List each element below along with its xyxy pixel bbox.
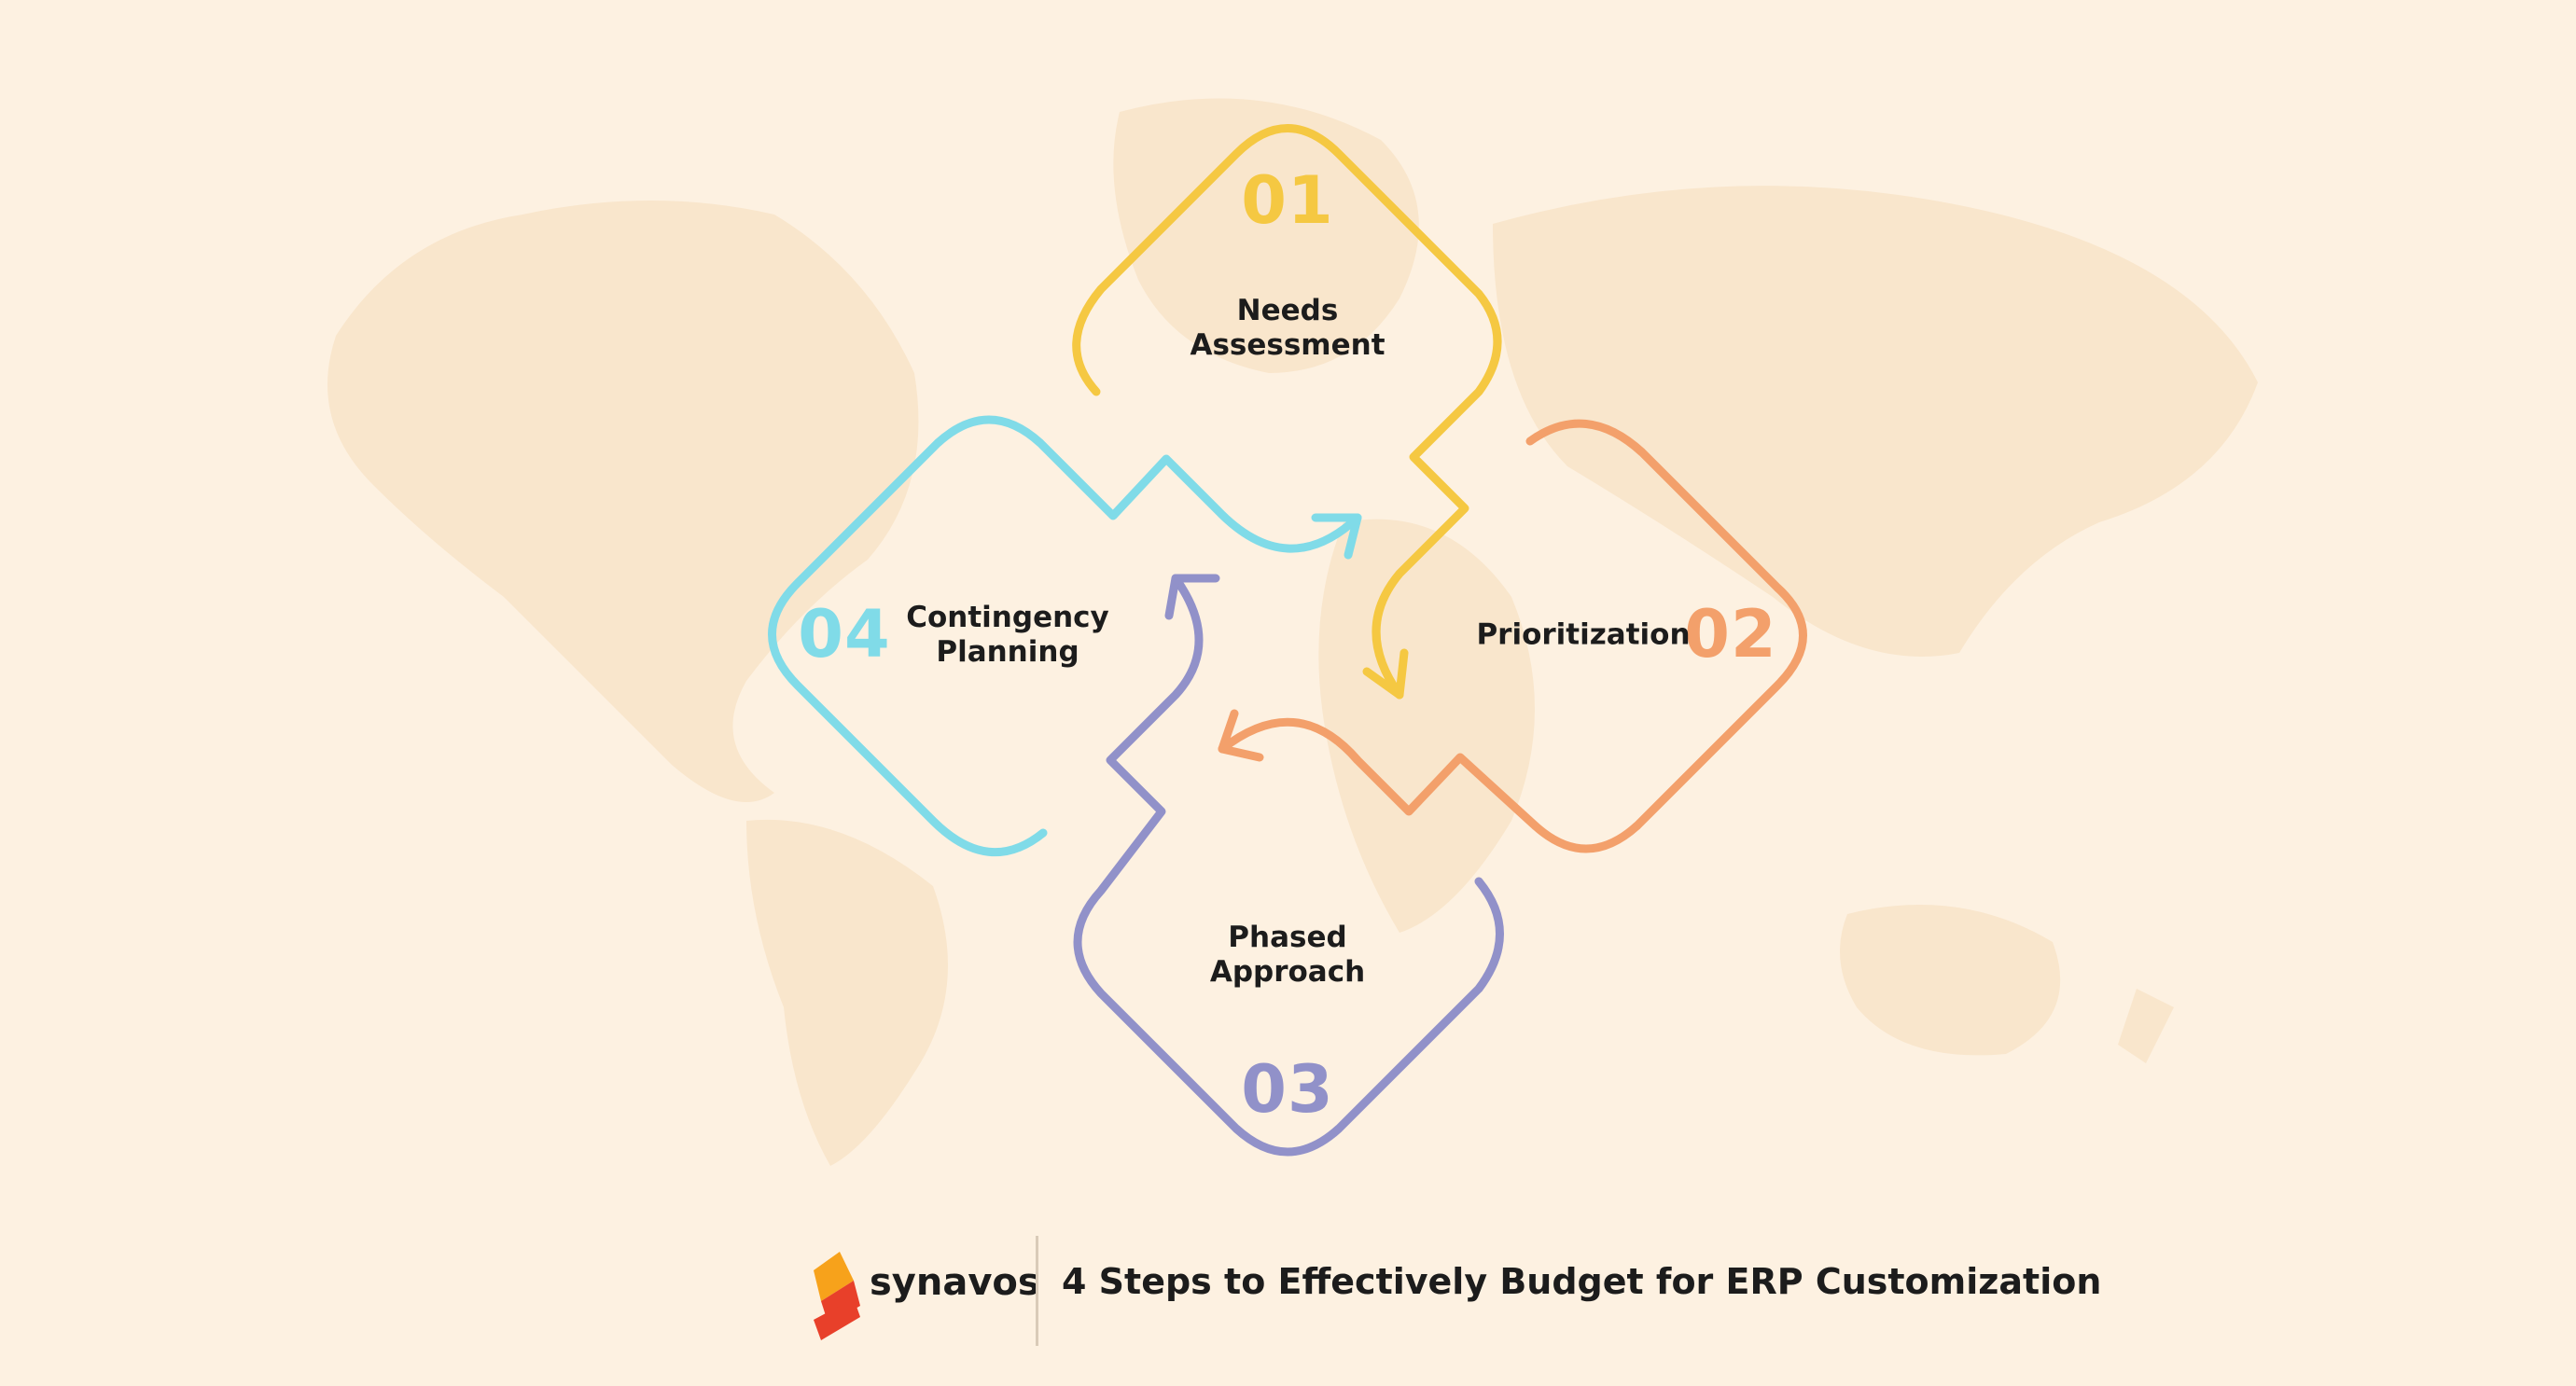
- step-03-number: 03: [1241, 1051, 1334, 1128]
- footer-title: 4 Steps to Effectively Budget for ERP Cu…: [1062, 1261, 2102, 1302]
- step-01-number: 01: [1241, 162, 1334, 239]
- step-02-shape: [1218, 419, 1807, 853]
- brand-name: synavos: [870, 1261, 1040, 1304]
- step-02-number: 02: [1684, 596, 1777, 672]
- step-04-shape: [768, 415, 1362, 857]
- step-03-label: Phased Approach: [1209, 921, 1366, 989]
- step-03-shape: [1073, 574, 1504, 1157]
- step-04-number: 04: [798, 596, 891, 672]
- step-01-shape: [1072, 124, 1502, 700]
- step-02-label: Prioritization: [1476, 617, 1691, 652]
- step-04-label: Contingency Planning: [906, 601, 1109, 669]
- footer-divider: [1036, 1236, 1038, 1346]
- world-map-background: [327, 98, 2258, 1166]
- step-01-label: Needs Assessment: [1190, 294, 1385, 362]
- synavos-logo-icon: [814, 1252, 860, 1340]
